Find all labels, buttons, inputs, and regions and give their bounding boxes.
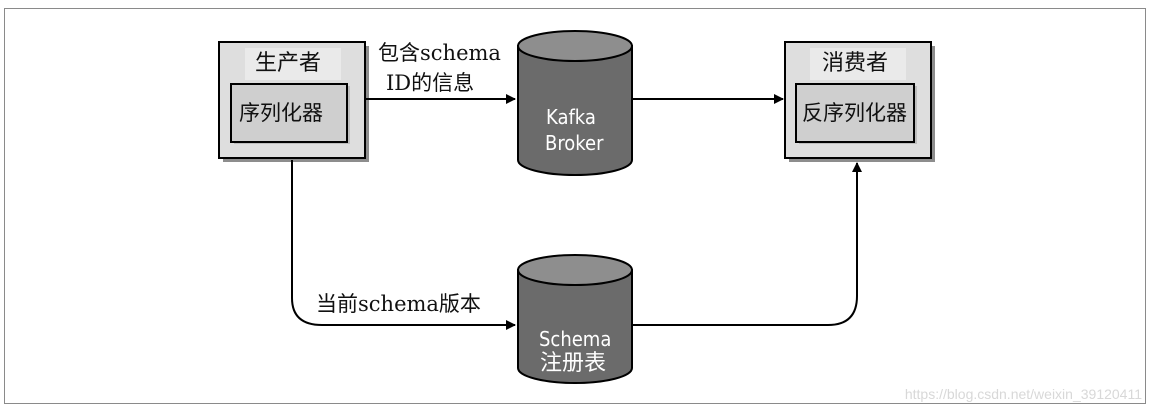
- edge-label-schema-id-line1: 包含schema: [378, 41, 501, 65]
- edge-registry-to-consumer: [632, 162, 862, 326]
- producer-title-bg: [245, 48, 341, 80]
- producer-title: 生产者: [255, 51, 322, 76]
- edge-label-current-schema-version: 当前schema版本: [316, 292, 481, 316]
- consumer-title-bg: [810, 48, 906, 80]
- producer-node: [218, 41, 369, 162]
- broker-cylinder: [517, 30, 633, 176]
- serializer-label: 序列化器: [239, 101, 323, 125]
- deserializer-box: [795, 83, 915, 143]
- edge-label-schema-id-line2: ID的信息: [386, 71, 475, 95]
- registry-body: [517, 269, 633, 384]
- edge-producer-to-registry: [291, 160, 516, 330]
- broker-top: [517, 30, 633, 62]
- watermark: https://blog.csdn.net/weixin_39120411: [904, 386, 1142, 402]
- registry-label-line2: 注册表: [540, 351, 607, 376]
- serializer-box: [230, 83, 348, 143]
- registry-cylinder: [517, 254, 633, 384]
- broker-label-line2: Broker: [545, 131, 604, 155]
- registry-top: [517, 254, 633, 286]
- consumer-title: 消费者: [822, 51, 889, 76]
- deserializer-label: 反序列化器: [802, 101, 907, 125]
- broker-body: [517, 45, 633, 176]
- broker-label-line1: Kafka: [546, 105, 596, 129]
- consumer-node: [784, 41, 935, 162]
- registry-label-line1: Schema: [539, 327, 612, 351]
